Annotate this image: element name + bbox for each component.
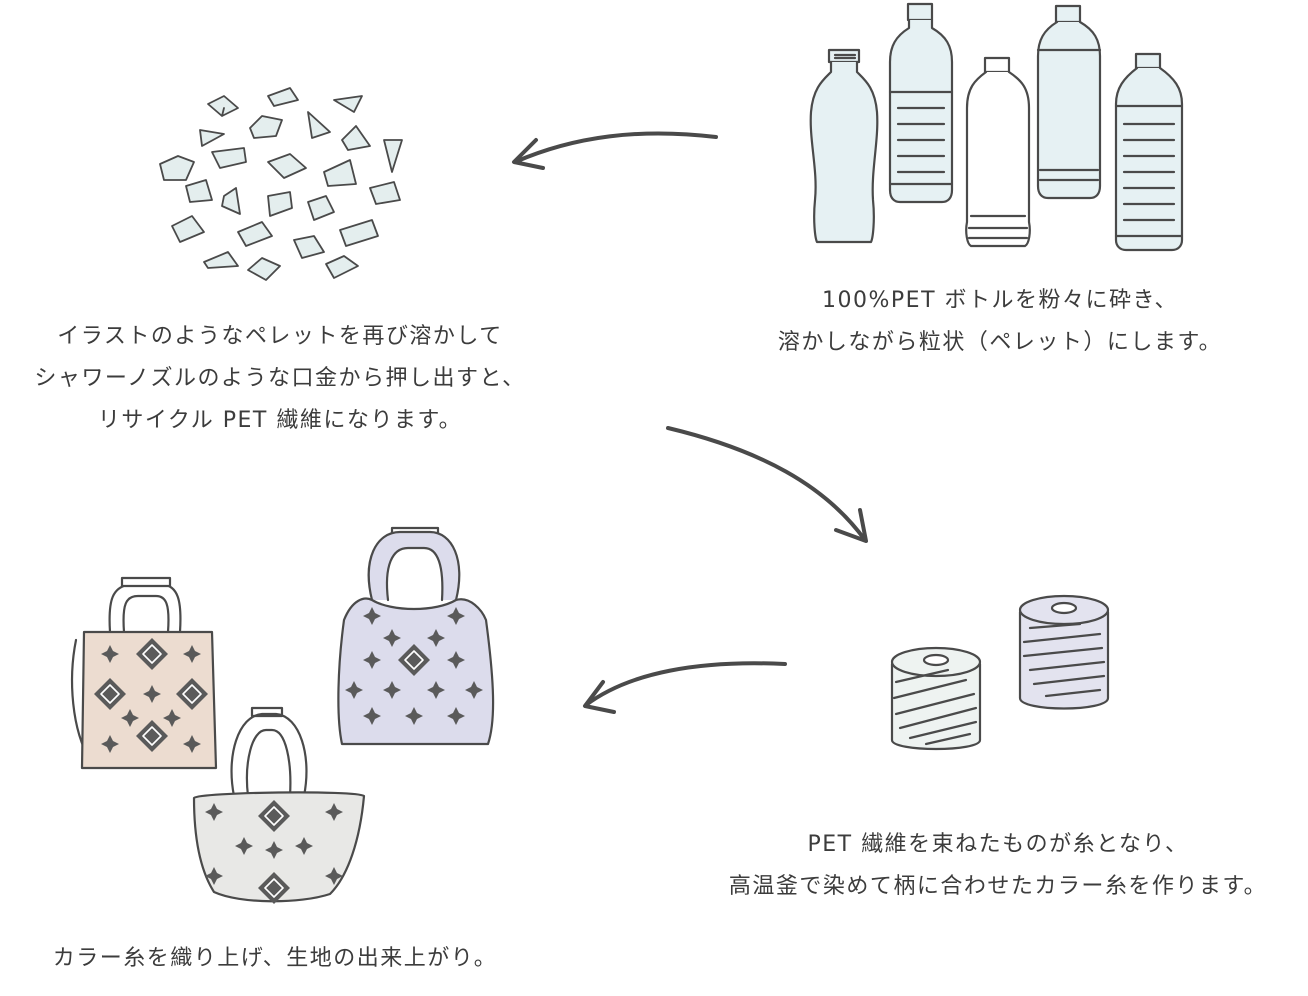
pellet [185, 179, 213, 203]
pellet [369, 181, 401, 205]
pellet [323, 159, 357, 187]
caption-line: 100%PET ボトルを粉々に砕き、 [822, 288, 1178, 313]
bottle-3 [965, 56, 1031, 248]
pellet [199, 129, 225, 147]
pellet [307, 195, 335, 221]
pellet [249, 115, 283, 139]
bottle-2 [888, 2, 954, 204]
caption-yarn: PET 繊維を束ねたものが糸となり、 高温釜で染めて柄に合わせたカラー糸を作りま… [690, 824, 1306, 908]
pellet [237, 221, 273, 247]
caption-line: イラストのようなペレットを再び溶かして [57, 324, 503, 349]
pellet [247, 257, 281, 281]
shopper-bag-lavender [337, 526, 495, 746]
caption-bottles: 100%PET ボトルを粉々に砕き、 溶かしながら粒状（ペレット）にします。 [700, 280, 1300, 364]
bottle-4 [1036, 4, 1102, 200]
pellet [333, 95, 363, 113]
pellet [171, 215, 205, 243]
caption-line: シャワーノズルのような口金から押し出すと、 [34, 366, 526, 391]
pellet [207, 95, 239, 117]
tote-bag-gray [192, 706, 366, 906]
pellet [267, 153, 307, 179]
bottle-1 [809, 48, 879, 244]
pellet [307, 111, 331, 139]
pellet [341, 125, 371, 151]
caption-bags: カラー糸を織り上げ、生地の出来上がり。 [0, 938, 550, 980]
caption-line: カラー糸を織り上げ、生地の出来上がり。 [52, 946, 498, 971]
arrow-bottles-to-pellets [513, 131, 718, 164]
pellet [159, 155, 195, 181]
pellet [211, 147, 247, 169]
bottle-5 [1114, 52, 1184, 252]
arrow-pellets-to-yarn-head [834, 508, 868, 543]
pellet [339, 219, 379, 247]
arrow-yarn-to-bags [584, 661, 787, 707]
pellet [383, 139, 403, 173]
arrow-yarn-to-bags-head [583, 680, 616, 714]
yarn-spool-left [890, 646, 982, 751]
tote-bag-beige [70, 576, 218, 770]
pellet [325, 255, 359, 279]
pellet [267, 87, 299, 107]
arrow-pellets-to-yarn [666, 426, 867, 542]
pellet [221, 187, 241, 215]
caption-line: PET 繊維を束ねたものが糸となり、 [807, 832, 1189, 857]
caption-line: リサイクル PET 繊維になります。 [97, 408, 463, 433]
caption-pellets: イラストのようなペレットを再び溶かして シャワーノズルのような口金から押し出すと… [0, 316, 560, 442]
pellet [203, 251, 239, 269]
yarn-spool-right [1018, 594, 1110, 710]
pellet [267, 191, 293, 217]
pellet [293, 235, 325, 259]
arrow-bottles-to-pellets-head [512, 138, 545, 170]
caption-line: 高温釜で染めて柄に合わせたカラー糸を作ります。 [728, 874, 1268, 899]
caption-line: 溶かしながら粒状（ペレット）にします。 [777, 330, 1223, 355]
